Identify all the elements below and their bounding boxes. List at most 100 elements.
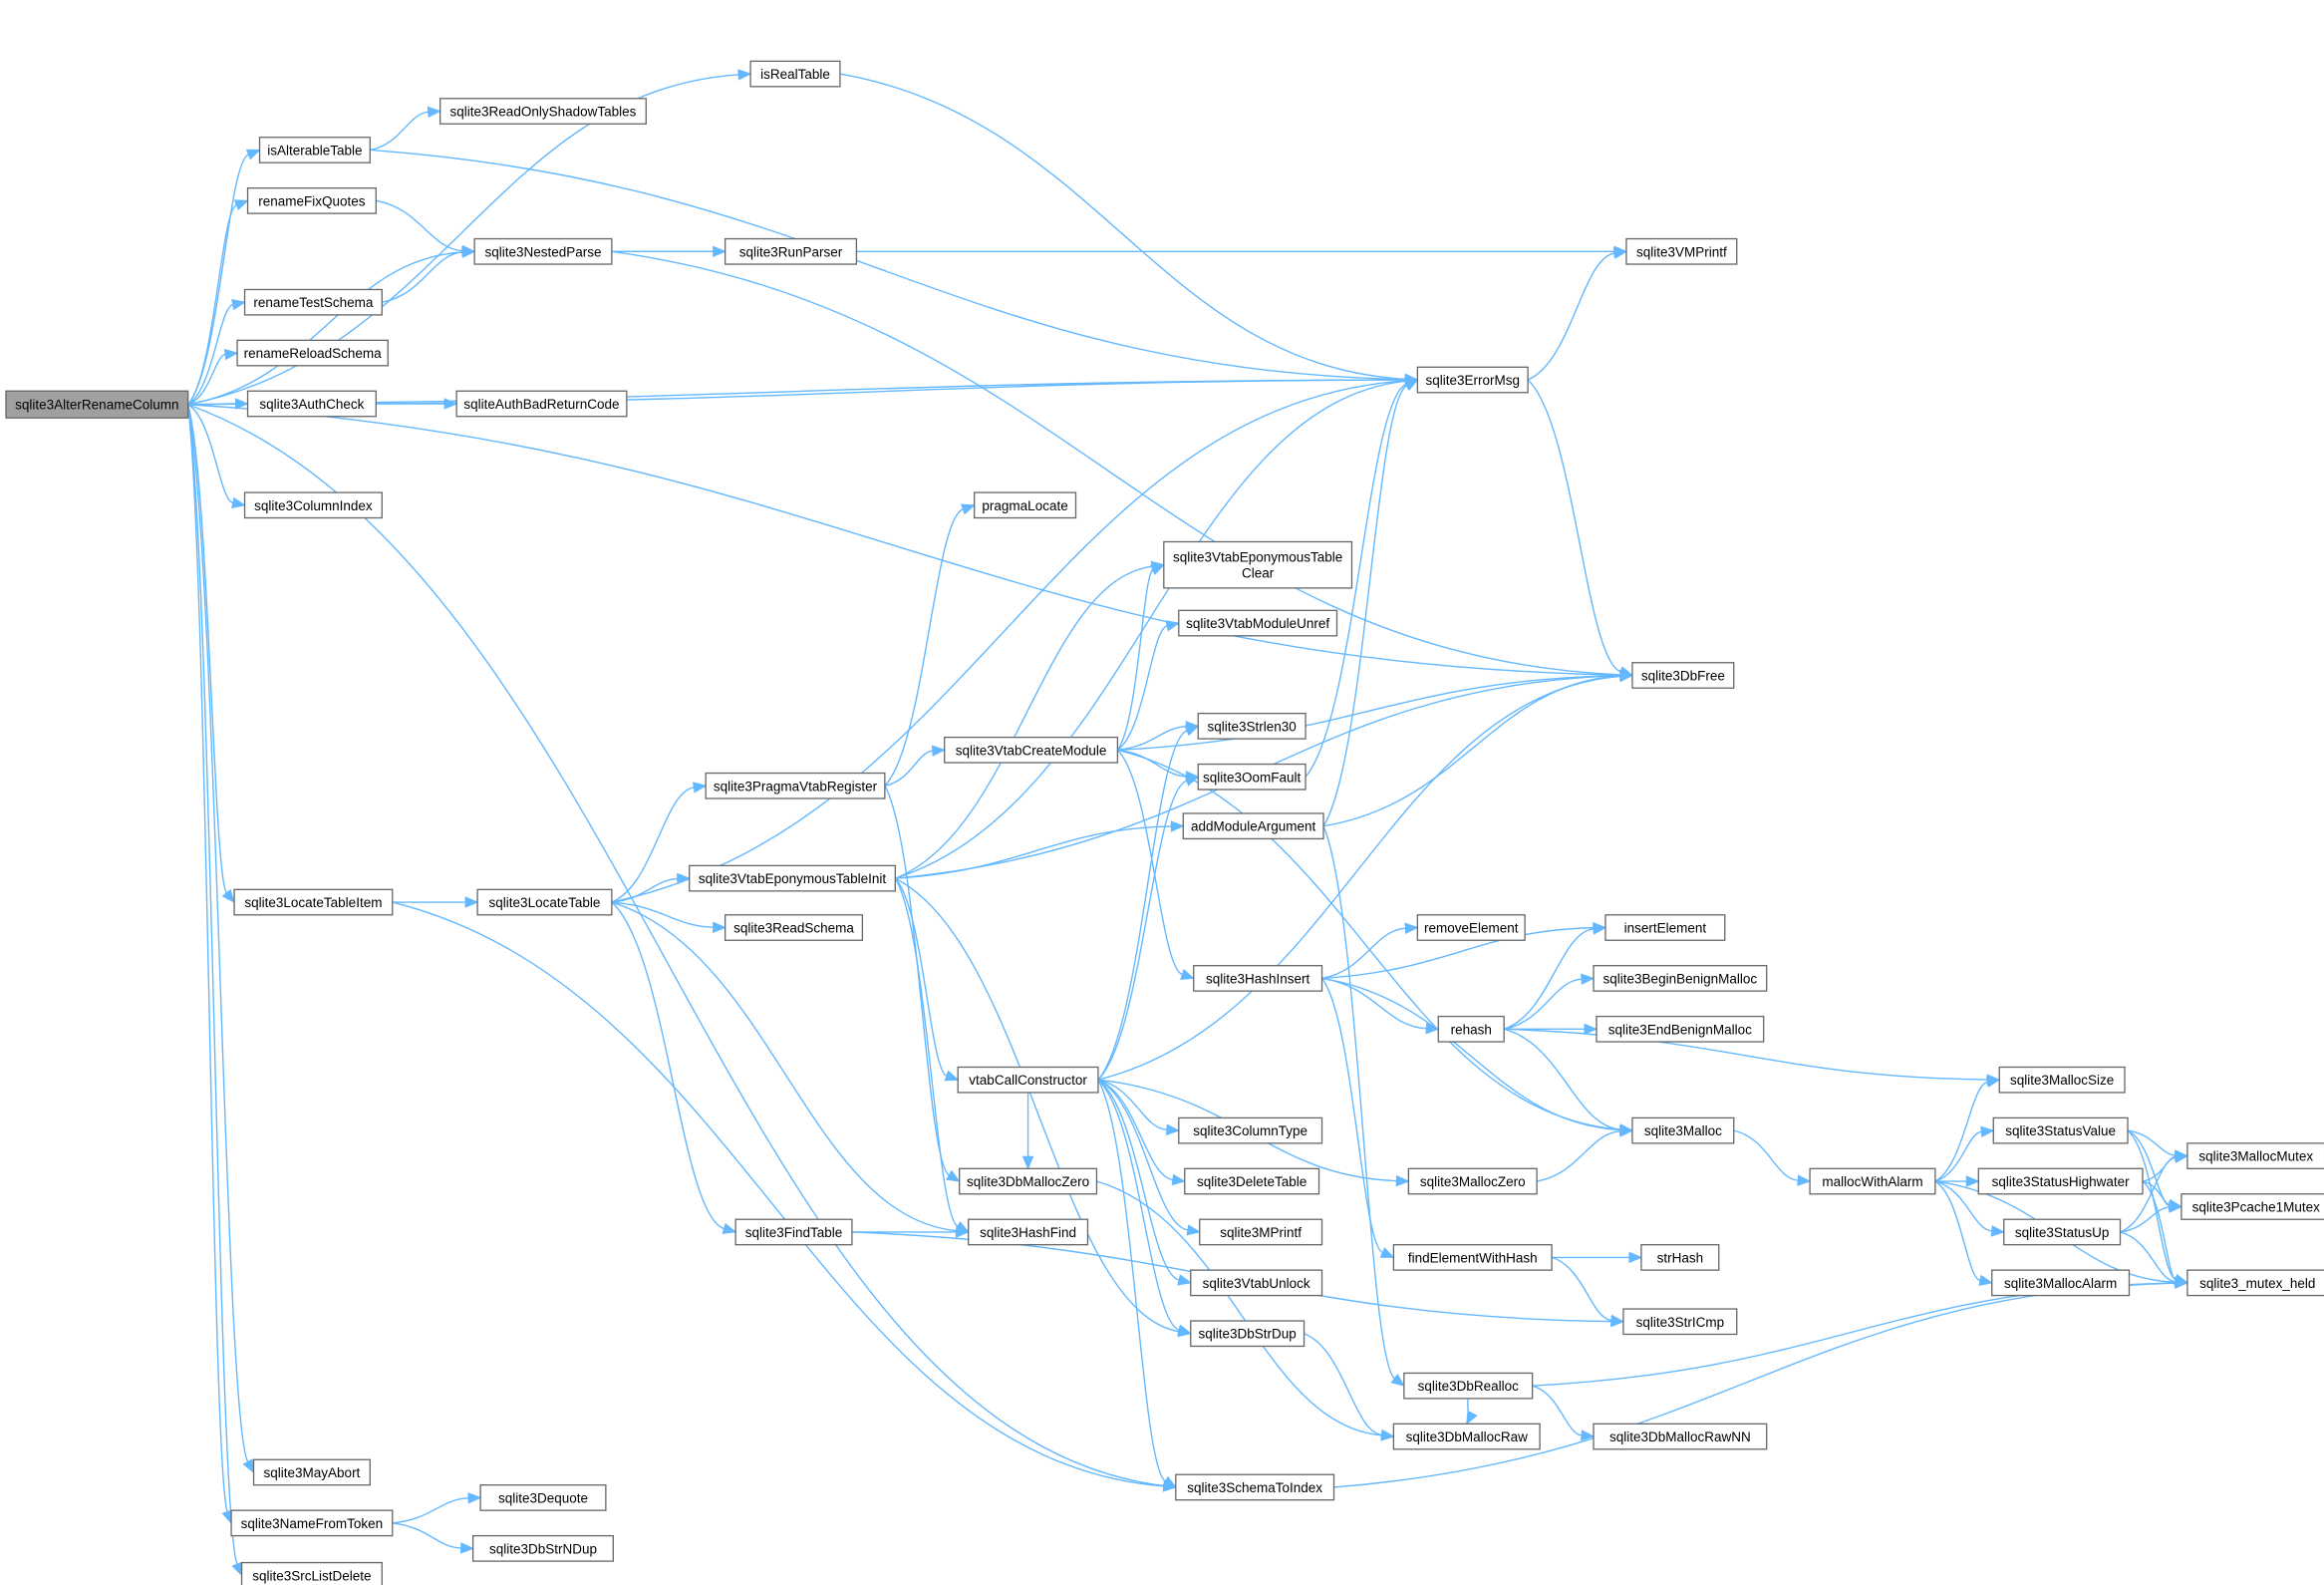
node-sqlite3RunParser[interactable]: sqlite3RunParser	[724, 237, 858, 265]
node-sqlite3PragmaVtabRegister[interactable]: sqlite3PragmaVtabRegister	[705, 772, 886, 799]
node-sqlite3MayAbort[interactable]: sqlite3MayAbort	[252, 1458, 371, 1486]
edge-n22-n12	[1322, 379, 1419, 827]
edge-n33-n35	[1097, 1079, 1181, 1135]
edge-n22-n17	[1322, 670, 1634, 827]
node-sqlite3StrICmp[interactable]: sqlite3StrICmp	[1622, 1308, 1738, 1336]
node-sqlite3VtabUnlock[interactable]: sqlite3VtabUnlock	[1190, 1269, 1323, 1297]
edge-n29-n27	[1321, 922, 1419, 980]
edge-n2-n3	[370, 106, 441, 152]
edge-n23-n24	[392, 896, 479, 908]
node-sqlite3MPrintf[interactable]: sqlite3MPrintf	[1199, 1218, 1323, 1246]
node-label: sqlite3LocateTableItem	[244, 895, 382, 910]
node-sqlite3BeginBenignMalloc[interactable]: sqlite3BeginBenignMalloc	[1593, 965, 1768, 992]
edge-n33-n47	[1097, 1079, 1202, 1236]
node-sqlite3Dequote[interactable]: sqlite3Dequote	[479, 1484, 607, 1511]
node-sqlite3HashInsert[interactable]: sqlite3HashInsert	[1193, 965, 1323, 992]
node-addModuleArgument[interactable]: addModuleArgument	[1182, 812, 1324, 840]
edge-n0-n9	[187, 348, 239, 406]
node-sqlite3DeleteTable[interactable]: sqlite3DeleteTable	[1184, 1167, 1320, 1195]
node-label: sqlite3VMPrintf	[1636, 244, 1727, 259]
node-sqlite3Malloc[interactable]: sqlite3Malloc	[1631, 1116, 1735, 1144]
node-renameReloadSchema[interactable]: renameReloadSchema	[236, 339, 389, 367]
node-sqlite3AuthCheck[interactable]: sqlite3AuthCheck	[246, 390, 377, 418]
node-renameTestSchema[interactable]: renameTestSchema	[243, 288, 383, 316]
node-sqlite3VMPrintf[interactable]: sqlite3VMPrintf	[1625, 237, 1738, 265]
node-sqlite3LocateTableItem[interactable]: sqlite3LocateTableItem	[233, 888, 394, 916]
node-sqlite3EndBenignMalloc[interactable]: sqlite3EndBenignMalloc	[1596, 1015, 1765, 1043]
edge-n12-n7	[1527, 247, 1628, 381]
node-sqlite3DbRealloc[interactable]: sqlite3DbRealloc	[1403, 1372, 1534, 1400]
node-label: pragmaLocate	[982, 498, 1067, 513]
node-sqlite3_mutex_held[interactable]: sqlite3_mutex_held	[2186, 1269, 2324, 1297]
node-label: strHash	[1657, 1250, 1704, 1265]
edge-n19-n36	[1117, 749, 1634, 1135]
node-sqlite3Pcache1Mutex[interactable]: sqlite3Pcache1Mutex	[2180, 1193, 2324, 1220]
node-sqlite3ColumnIndex[interactable]: sqlite3ColumnIndex	[243, 491, 383, 519]
node-sqlite3ColumnType[interactable]: sqlite3ColumnType	[1178, 1116, 1323, 1144]
node-sqlite3MallocZero[interactable]: sqlite3MallocZero	[1407, 1167, 1538, 1195]
node-label: sqlite3ErrorMsg	[1425, 373, 1520, 388]
node-sqlite3MallocMutex[interactable]: sqlite3MallocMutex	[2186, 1142, 2324, 1169]
node-label: sqlite3DbFree	[1641, 668, 1725, 683]
node-isAlterableTable[interactable]: isAlterableTable	[258, 137, 371, 163]
node-sqlite3SchemaToIndex[interactable]: sqlite3SchemaToIndex	[1175, 1473, 1335, 1501]
node-pragmaLocate[interactable]: pragmaLocate	[974, 491, 1077, 519]
node-label: renameReloadSchema	[244, 346, 383, 361]
node-sqlite3NameFromToken[interactable]: sqlite3NameFromToken	[230, 1509, 394, 1537]
node-label: sqliteAuthBadReturnCode	[463, 397, 619, 412]
node-removeElement[interactable]: removeElement	[1416, 914, 1526, 941]
node-sqlite3SrcListDelete[interactable]: sqlite3SrcListDelete	[240, 1561, 383, 1585]
node-sqlite3DbStrNDup[interactable]: sqlite3DbStrNDup	[471, 1534, 614, 1562]
node-sqlite3DbFree[interactable]: sqlite3DbFree	[1631, 662, 1735, 689]
node-sqlite3Strlen30[interactable]: sqlite3Strlen30	[1197, 713, 1307, 740]
node-sqlite3OomFault[interactable]: sqlite3OomFault	[1197, 763, 1307, 791]
node-label: sqlite3VtabEponymousTable	[1173, 550, 1342, 565]
node-sqlite3MallocAlarm[interactable]: sqlite3MallocAlarm	[1991, 1269, 2131, 1297]
node-sqlite3StatusValue[interactable]: sqlite3StatusValue	[1992, 1116, 2129, 1144]
node-sqlite3LocateTable[interactable]: sqlite3LocateTable	[476, 888, 613, 916]
node-strHash[interactable]: strHash	[1640, 1244, 1720, 1271]
node-sqlite3AlterRenameColumn[interactable]: sqlite3AlterRenameColumn	[5, 390, 189, 419]
node-label: sqlite3NameFromToken	[241, 1516, 384, 1531]
node-sqlite3DbMallocRaw[interactable]: sqlite3DbMallocRaw	[1392, 1423, 1541, 1450]
edge-n33-n18	[1097, 725, 1200, 1081]
node-renameFixQuotes[interactable]: renameFixQuotes	[246, 186, 377, 214]
node-sqlite3FindTable[interactable]: sqlite3FindTable	[734, 1218, 853, 1246]
node-label: sqlite3_mutex_held	[2199, 1276, 2315, 1291]
node-sqlite3DbMallocRawNN[interactable]: sqlite3DbMallocRawNN	[1593, 1423, 1768, 1450]
edges-layer	[186, 69, 2189, 1577]
edge-n1-n12	[839, 73, 1419, 386]
node-label: findElementWithHash	[1408, 1250, 1538, 1265]
edge-n49-n50	[1552, 1251, 1643, 1264]
node-sqlite3VtabEponymousTableInit[interactable]: sqlite3VtabEponymousTableInit	[689, 864, 896, 892]
node-label: sqlite3StrICmp	[1636, 1315, 1725, 1330]
node-sqlite3VtabModuleUnref[interactable]: sqlite3VtabModuleUnref	[1178, 609, 1338, 637]
node-sqlite3ErrorMsg[interactable]: sqlite3ErrorMsg	[1416, 366, 1529, 394]
node-label: sqlite3MallocAlarm	[2004, 1276, 2117, 1291]
node-sqlite3HashFind[interactable]: sqlite3HashFind	[968, 1218, 1089, 1246]
node-isRealTable[interactable]: isRealTable	[749, 60, 841, 88]
edge-n33-n60	[1097, 1079, 1177, 1488]
node-sqlite3StatusHighwater[interactable]: sqlite3StatusHighwater	[1977, 1167, 2144, 1195]
node-sqlite3MallocSize[interactable]: sqlite3MallocSize	[1998, 1066, 2126, 1094]
node-sqlite3DbMallocZero[interactable]: sqlite3DbMallocZero	[959, 1167, 1098, 1195]
nodes-layer: sqlite3AlterRenameColumn isRealTable isAlt…	[5, 60, 2324, 1585]
node-label: insertElement	[1624, 921, 1707, 936]
node-vtabCallConstructor[interactable]: vtabCallConstructor	[957, 1066, 1099, 1094]
node-sqlite3VtabCreateModule[interactable]: sqlite3VtabCreateModule	[944, 736, 1119, 764]
node-sqlite3ReadSchema[interactable]: sqlite3ReadSchema	[724, 914, 864, 941]
node-sqlite3ReadOnlyShadowTables[interactable]: sqlite3ReadOnlyShadowTables	[439, 98, 647, 125]
node-sqlite3NestedParse[interactable]: sqlite3NestedParse	[473, 237, 613, 265]
node-mallocWithAlarm[interactable]: mallocWithAlarm	[1809, 1167, 1936, 1195]
edge-n62-n61	[392, 1492, 482, 1524]
edge-n49-n54	[1551, 1256, 1625, 1327]
node-insertElement[interactable]: insertElement	[1604, 914, 1726, 941]
node-sqlite3DbStrDup[interactable]: sqlite3DbStrDup	[1190, 1320, 1306, 1348]
node-sqlite3StatusUp[interactable]: sqlite3StatusUp	[2003, 1218, 2122, 1246]
node-sqliteAuthBadReturnCode[interactable]: sqliteAuthBadReturnCode	[455, 390, 628, 418]
edge-n24-n20	[611, 782, 708, 903]
node-rehash[interactable]: rehash	[1437, 1015, 1505, 1043]
node-findElementWithHash[interactable]: findElementWithHash	[1392, 1244, 1553, 1271]
edge-n41-n36	[1536, 1125, 1634, 1182]
